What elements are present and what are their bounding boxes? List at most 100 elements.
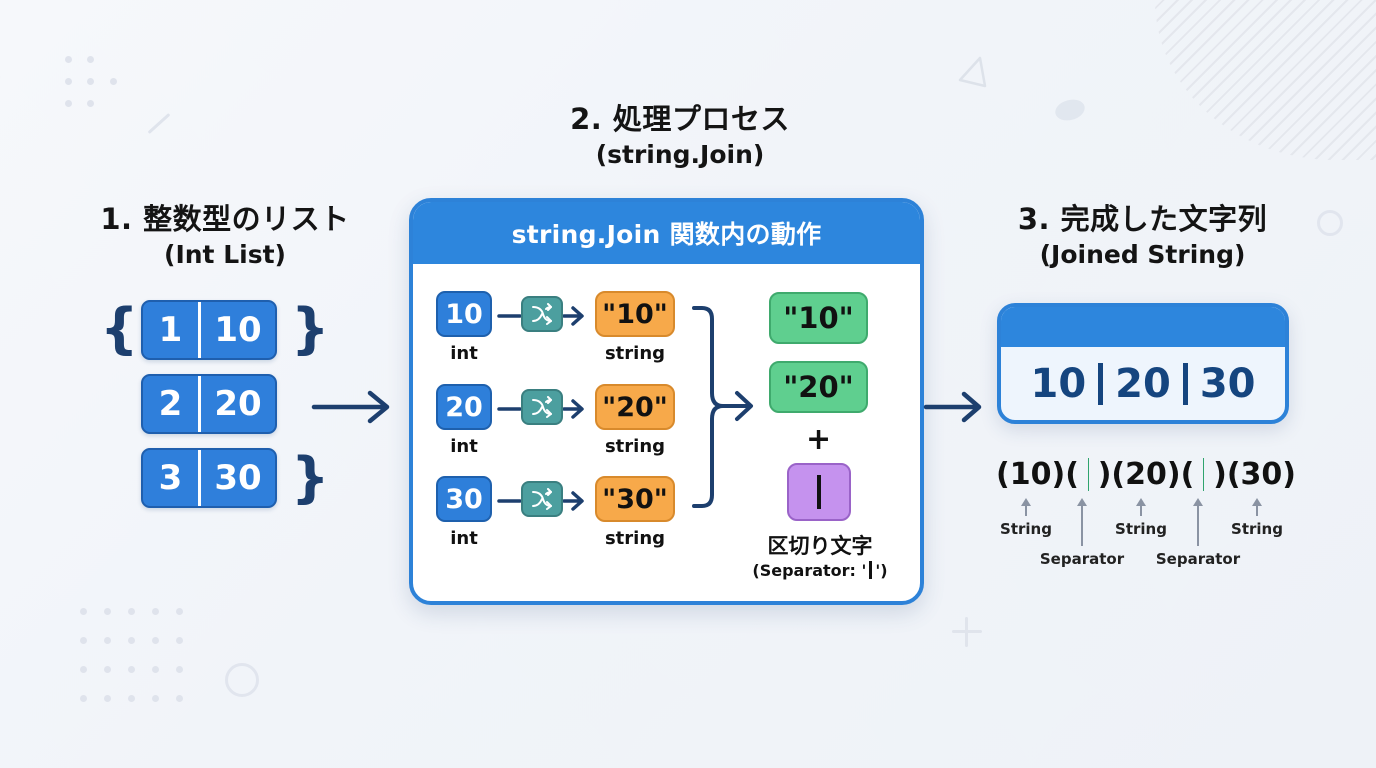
string-value-box: "20" [595,384,675,430]
list-index: 2 [158,384,183,424]
separator-pipe-icon [869,561,873,579]
result-value: 10 20 30 [1001,347,1285,420]
list-divider [198,450,201,506]
flow-arrow-icon [923,391,982,423]
paren: ( [1065,456,1079,492]
decor-dot [87,56,94,63]
section3-subtitle: (Joined String) [1039,240,1246,269]
section1-title: 1. 整数型のリスト [100,202,350,236]
string-value-box: "10" [595,291,675,337]
decor-dot [128,695,135,702]
joined-string-item: "20" [769,361,868,413]
result-part: 30 [1199,360,1256,407]
decor-dot [176,637,183,644]
list-value: 20 [214,384,262,424]
flow-arrow-icon [311,390,390,424]
plus-sign: + [806,422,832,457]
close-brace: } [291,446,330,509]
decor-dot [80,637,87,644]
convert-arrow-icon [497,399,584,419]
decor-dot [80,666,87,673]
decor-dot [152,608,159,615]
result-breakdown: (10)()(20)()(30) [996,452,1296,496]
annotation-arrow-icon [1021,498,1031,516]
int-value-box: 10 [436,291,492,337]
decor-dot [176,695,183,702]
convert-arrow-icon [497,306,584,326]
list-item: 3 30 [141,448,277,508]
annotation-arrow-icon [1193,498,1203,546]
breakdown-separator [1203,457,1205,491]
section3-heading: 3. 完成した文字列 (Joined String) [995,200,1290,272]
shuffle-icon [521,296,563,332]
decor-dot [104,637,111,644]
decor-stripes [1155,0,1376,160]
annotation-arrow-icon [1077,498,1087,546]
list-value: 10 [214,310,262,350]
section1-heading: 1. 整数型のリスト (Int List) [90,200,360,272]
result-part: 10 [1030,360,1087,407]
breakdown-string: 20 [1125,456,1167,492]
int-value-box: 20 [436,384,492,430]
separator-title: 区切り文字 [767,534,873,558]
string-type-label: string [604,343,666,364]
decor-dot [65,100,72,107]
decor-dot [152,695,159,702]
decor-line [147,113,171,134]
result-header [1001,307,1285,347]
list-item: 2 20 [141,374,277,434]
result-part: 20 [1115,360,1171,407]
string-type-label: string [604,436,666,457]
breakdown-separator [1087,457,1089,491]
paren: ( [1226,456,1241,492]
paren: ) [1213,456,1227,492]
annotation-arrow-icon [1136,498,1146,516]
separator-pipe-icon [817,475,821,509]
section2-heading: 2. 処理プロセス (string.Join) [520,100,840,172]
list-value: 30 [214,458,262,498]
int-type-label: int [450,528,478,549]
paren: ) [1051,456,1066,492]
decor-dot [128,608,135,615]
int-type-label: int [450,436,478,457]
breakdown-string: 30 [1240,456,1283,492]
section3-title: 3. 完成した文字列 [1017,202,1268,236]
decor-blob [1052,96,1088,124]
panel-title: string.Join 関数内の動作 [413,202,920,264]
annotation-separator-label: Separator [1155,550,1241,568]
paren: ( [1111,456,1126,492]
annotation-string-label: String [1000,520,1052,538]
decor-dot [176,608,183,615]
list-item: 1 10 [141,300,277,360]
decor-ring [1317,210,1343,236]
decor-dot [80,608,87,615]
section1-subtitle: (Int List) [164,240,286,269]
separator-box [787,463,851,521]
list-divider [198,376,201,432]
convert-arrow-icon [497,491,584,511]
annotation-string-label: String [1231,520,1283,538]
decor-dot [87,100,94,107]
decor-dot [152,666,159,673]
paren: ( [1180,456,1195,492]
separator-subtitle: (Separator: ' ') [735,561,905,580]
annotation-separator-label: Separator [1039,550,1125,568]
paren: ) [1282,456,1296,492]
list-index: 1 [158,310,183,350]
separator-subtitle-suffix: ') [875,561,888,580]
decor-dot [104,608,111,615]
decor-dot [80,695,87,702]
separator-subtitle-prefix: (Separator: ' [752,561,867,580]
decor-dot [104,695,111,702]
decor-dot [110,78,117,85]
decor-dot [104,666,111,673]
paren: ) [1097,456,1112,492]
decor-dot [128,637,135,644]
decor-dot [176,666,183,673]
decor-dot [87,78,94,85]
list-index: 3 [158,458,183,498]
decor-dot [128,666,135,673]
string-type-label: string [604,528,666,549]
result-separator [1182,362,1188,405]
annotation-string-label: String [1115,520,1167,538]
